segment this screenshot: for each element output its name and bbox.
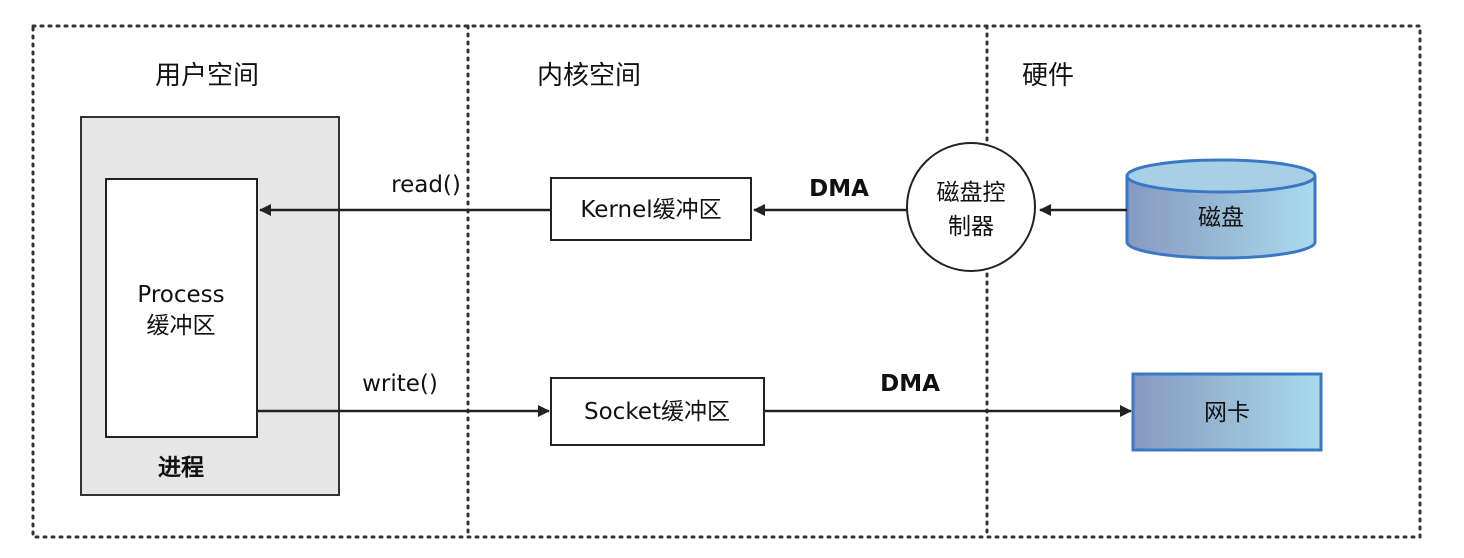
- outer-region-border: [31, 24, 1422, 539]
- process-container-label: 进程: [158, 455, 204, 481]
- write-label: write(): [362, 371, 438, 397]
- user-space-title: 用户空间: [155, 61, 259, 91]
- hardware-title: 硬件: [1022, 61, 1074, 91]
- disk-cylinder: [1125, 158, 1317, 260]
- process-buffer-box: [105, 178, 258, 438]
- kernel-space-title: 内核空间: [537, 61, 641, 91]
- disk-controller-label-line2: 制器: [948, 214, 994, 240]
- process-buffer-label-line2: 缓冲区: [147, 313, 216, 339]
- disk-controller-circle: [906, 142, 1036, 272]
- nic-box: [1131, 372, 1323, 452]
- kernel-buffer-label: Kernel缓冲区: [580, 197, 721, 223]
- dma-top-label: DMA: [809, 176, 869, 202]
- nic-label: 网卡: [1204, 400, 1250, 426]
- socket-buffer-label: Socket缓冲区: [584, 399, 730, 425]
- disk-label: 磁盘: [1198, 205, 1244, 231]
- disk-controller-label-line1: 磁盘控: [937, 180, 1006, 206]
- socket-buffer-box: [550, 377, 765, 446]
- dma-bottom-label: DMA: [880, 371, 940, 397]
- process-buffer-label-line1: Process: [137, 282, 224, 308]
- kernel-buffer-box: [550, 177, 752, 241]
- read-label: read(): [391, 172, 461, 198]
